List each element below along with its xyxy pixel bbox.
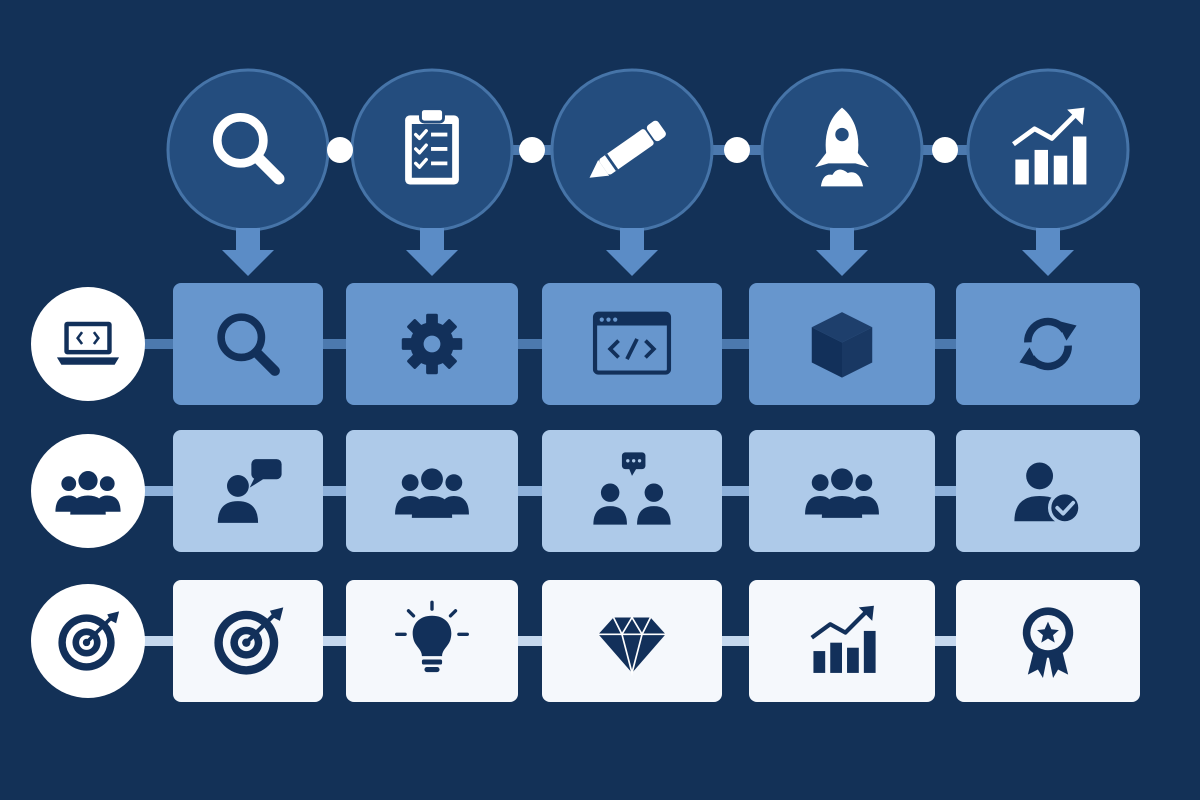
- clipboard-checklist-icon: [405, 107, 459, 185]
- down-arrow: [1022, 228, 1074, 276]
- process-tile: [749, 580, 935, 702]
- cube-icon: [811, 312, 873, 378]
- process-tile: [749, 430, 935, 552]
- magnifier-icon: [212, 112, 285, 185]
- down-arrow: [406, 228, 458, 276]
- pencil-icon: [589, 120, 666, 178]
- team-icon: [395, 468, 469, 518]
- target-icon: [58, 611, 120, 671]
- target-icon: [214, 607, 284, 675]
- growth-chart-icon: [810, 605, 876, 673]
- row-side-circle: [31, 434, 145, 548]
- lightbulb-icon: [395, 600, 469, 673]
- laptop-code-icon: [56, 321, 120, 365]
- down-arrow: [222, 228, 274, 276]
- award-badge-icon: [1022, 607, 1074, 678]
- phase-circle: [166, 68, 330, 232]
- team-icon: [805, 468, 879, 518]
- phase-connector-dot: [519, 137, 545, 163]
- process-tile: [542, 430, 722, 552]
- down-arrow: [606, 228, 658, 276]
- code-window-icon: [592, 311, 672, 375]
- process-tile: [346, 430, 518, 552]
- gear-icon: [401, 313, 463, 375]
- phase-connector-dot: [327, 137, 353, 163]
- growth-chart-icon: [1012, 107, 1087, 185]
- process-tile: [956, 283, 1140, 405]
- phase-connector-dot: [724, 137, 750, 163]
- user-check-icon: [1014, 462, 1082, 525]
- magnifier-icon: [217, 313, 280, 376]
- rocket-icon: [815, 107, 869, 187]
- refresh-icon: [1019, 317, 1077, 371]
- down-arrow: [816, 228, 868, 276]
- process-tile: [173, 283, 323, 405]
- diamond-icon: [598, 615, 666, 677]
- process-tile: [956, 430, 1140, 552]
- team-icon: [55, 471, 121, 515]
- discussion-icon: [593, 452, 671, 525]
- process-tile: [173, 430, 323, 552]
- person-speech-icon: [217, 459, 282, 523]
- phase-connector-dot: [932, 137, 958, 163]
